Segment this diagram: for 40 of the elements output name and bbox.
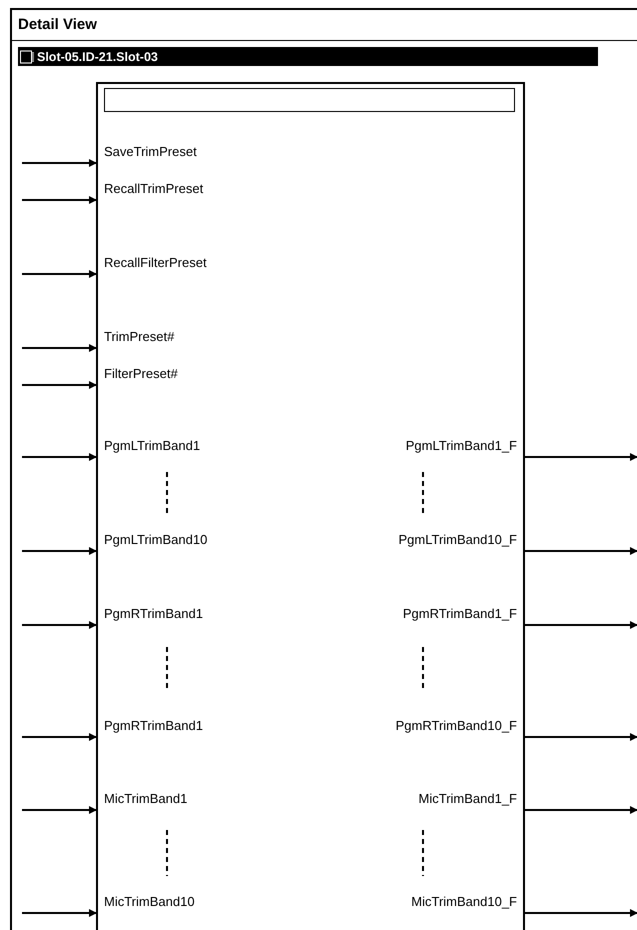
signal-name: PgmRTrimBand1 [104,606,203,622]
arrow [22,733,97,741]
signal-name: MicTrimBand10 [104,894,195,910]
signal-name: TrimPreset# [104,329,174,345]
arrow [22,453,97,461]
arrow [22,344,97,352]
title-text: Slot-05.ID-21.Slot-03 [37,50,158,64]
arrow [22,159,97,167]
signal-name: SaveTrimPreset [104,144,197,160]
arrow [22,381,97,389]
arrow [22,621,97,629]
signal-name: PgmRTrimBand1 [104,718,203,734]
arrow [525,806,637,814]
signal-name: MicTrimBand1_F [418,791,517,807]
title-bar [18,47,598,66]
signal-name: FilterPreset# [104,366,178,382]
signal-name: PgmLTrimBand10 [104,532,208,548]
signal-name: PgmLTrimBand1 [104,438,200,454]
signal-name: MicTrimBand1 [104,791,188,807]
arrow [22,270,97,278]
symbol-box [96,82,525,930]
signal-name: PgmLTrimBand10_F [398,532,517,548]
arrow [525,547,637,555]
arrow [525,621,637,629]
arrow [525,733,637,741]
panel-title: Detail View [18,16,97,33]
signal-name: RecallTrimPreset [104,181,204,197]
signal-name: PgmRTrimBand1_F [402,606,517,622]
signal-name: PgmRTrimBand10_F [396,718,517,734]
arrow [22,909,97,917]
signal-name: RecallFilterPreset [104,255,207,271]
arrow [525,909,637,917]
arrow [22,547,97,555]
arrow [525,453,637,461]
signal-name: MicTrimBand10_F [411,894,517,910]
signal-name: PgmLTrimBand1_F [406,438,517,454]
window-panel [10,8,637,930]
arrow [22,806,97,814]
arrow [22,196,97,204]
heading-box [104,88,515,112]
